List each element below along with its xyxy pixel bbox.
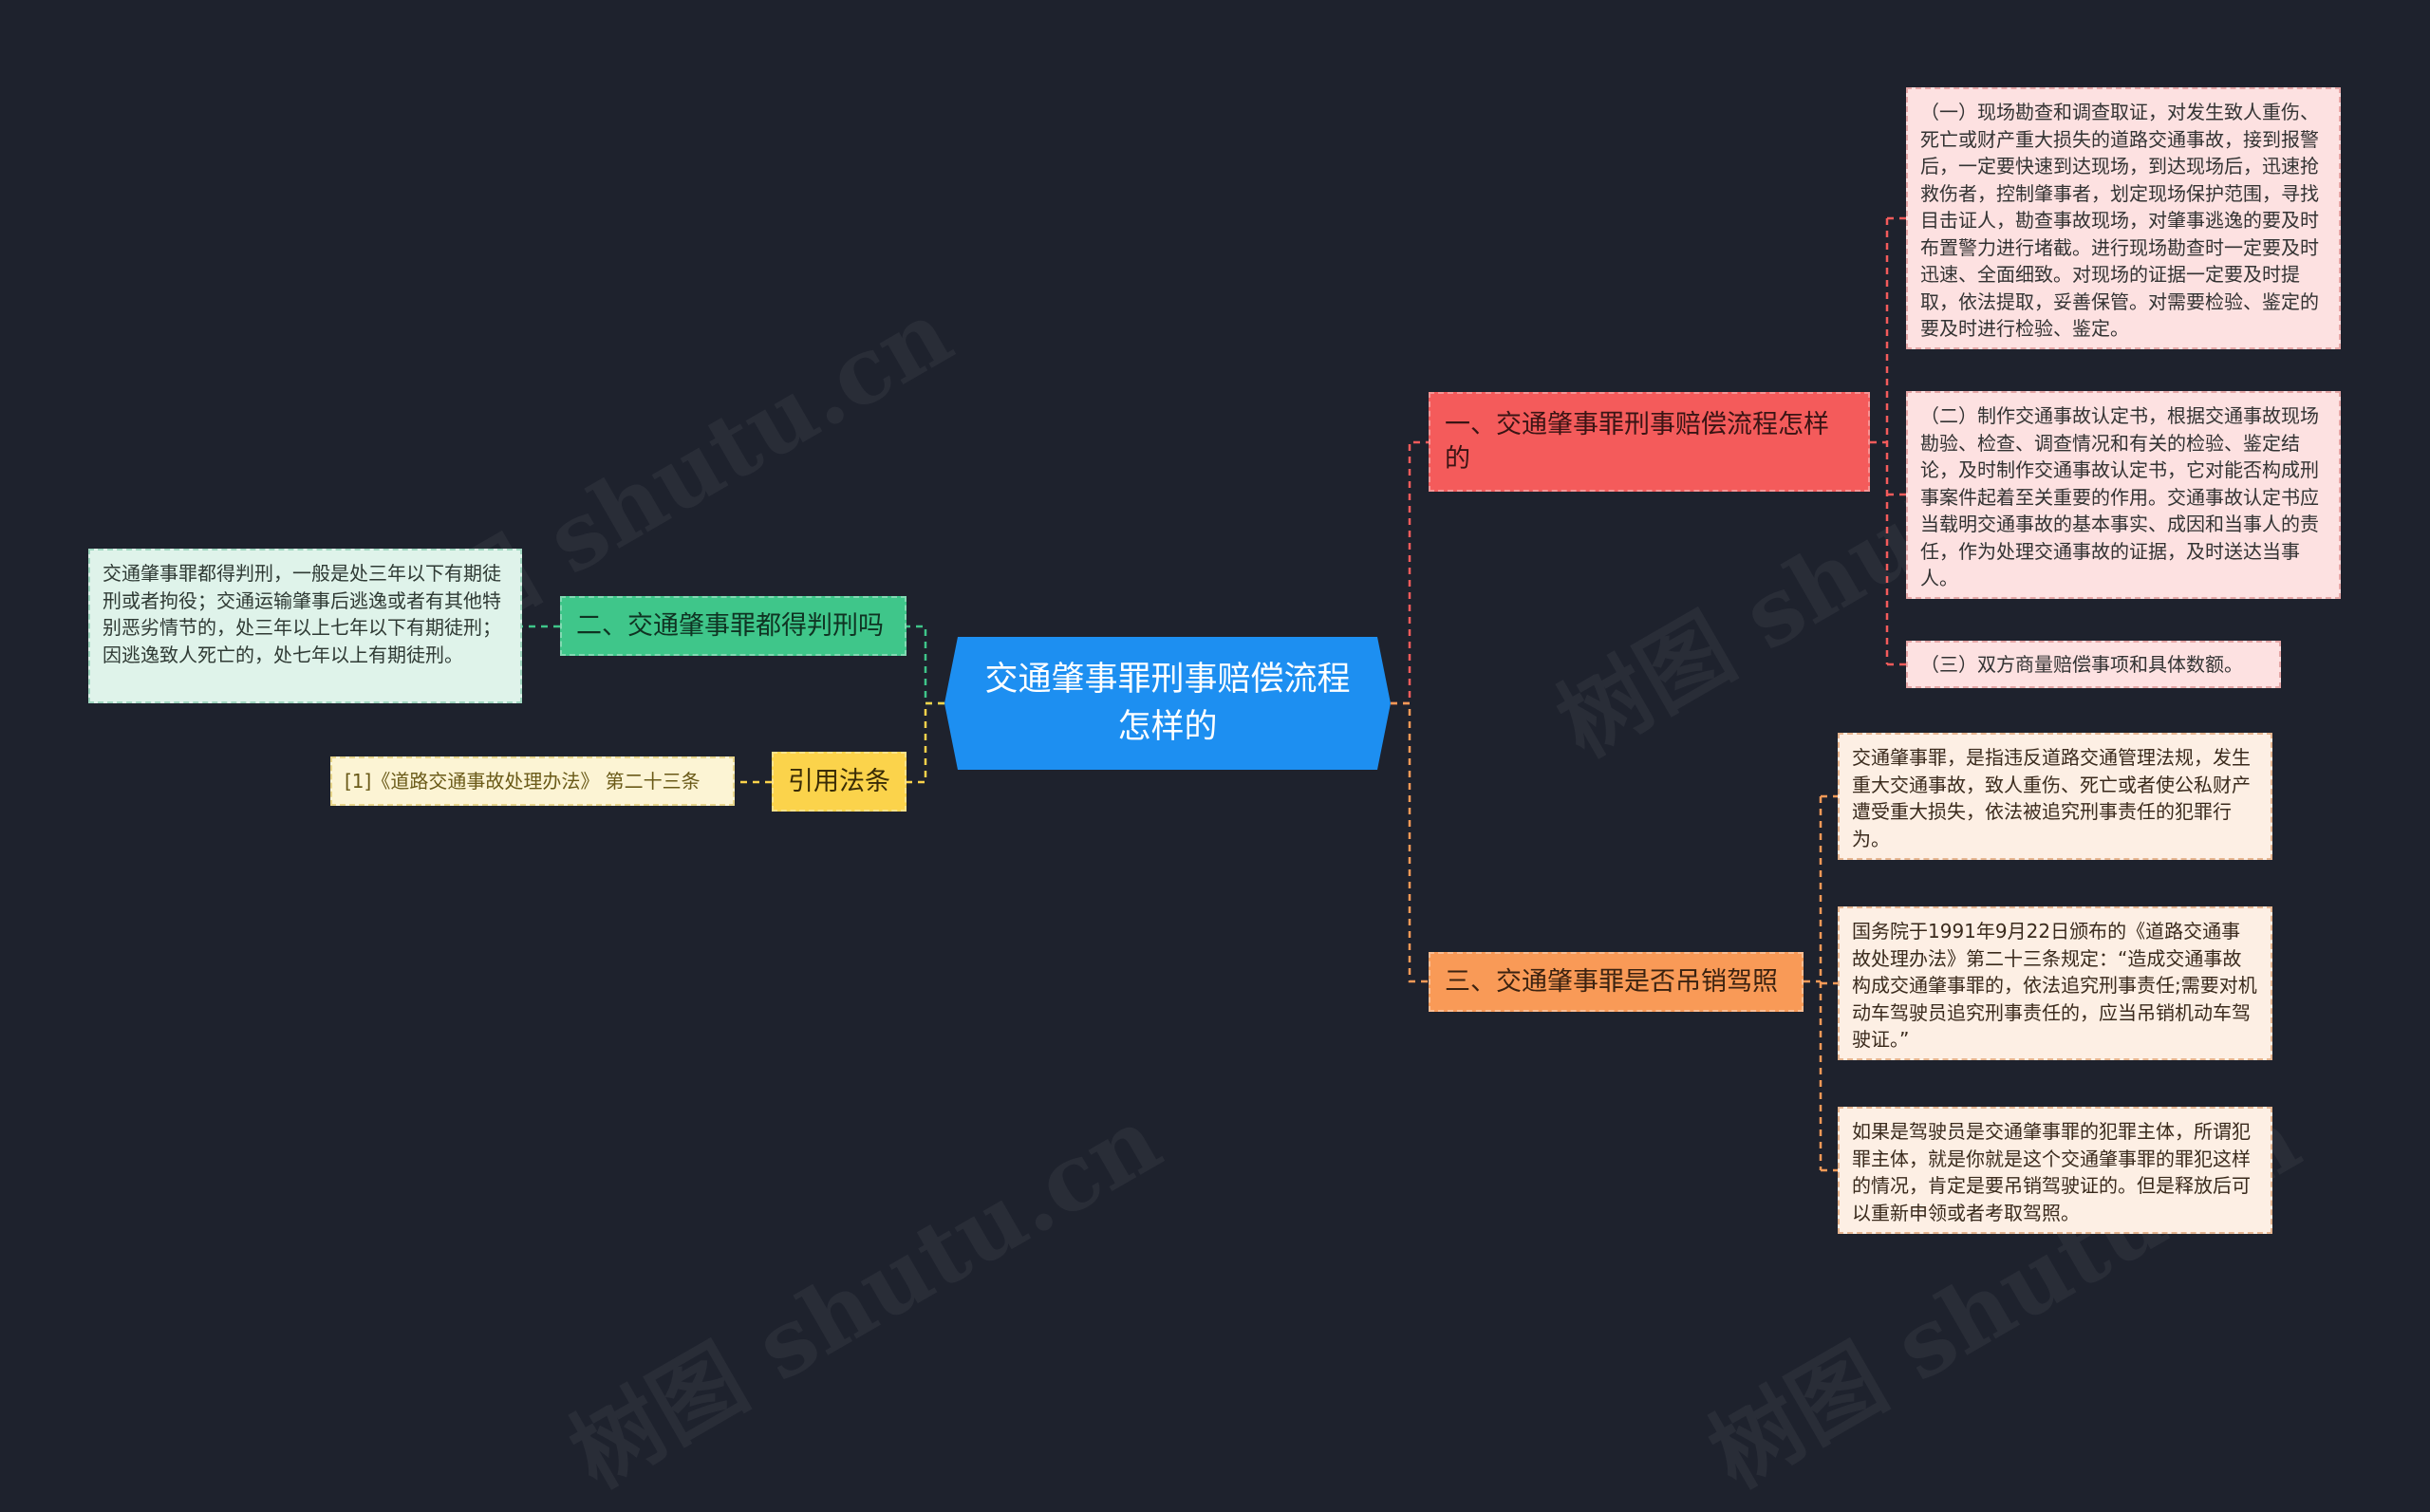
branch-label: 三、交通肇事罪是否吊销驾照 — [1445, 966, 1778, 997]
connector-root-law — [907, 701, 944, 784]
branch-sentencing[interactable]: 二、交通肇事罪都得判刑吗 — [560, 596, 907, 656]
connector-root-sentence — [907, 625, 944, 705]
leaf-law-citation[interactable]: [1]《道路交通事故处理办法》 第二十三条 — [330, 756, 735, 806]
leaf-sentencing-detail[interactable]: 交通肇事罪都得判刑，一般是处三年以下有期徒刑或者拘役；交通运输肇事后逃逸或者有其… — [88, 549, 522, 703]
root-node[interactable]: 交通肇事罪刑事赔偿流程怎样的 — [944, 637, 1391, 770]
connector-lines — [522, 216, 1906, 1172]
root-title: 交通肇事罪刑事赔偿流程怎样的 — [984, 661, 1351, 746]
connector-root-flow — [1391, 440, 1429, 705]
leaf-driver-license-note[interactable]: 如果是驾驶员是交通肇事罪的犯罪主体，所谓犯罪主体，就是你就是这个交通肇事罪的罪犯… — [1838, 1107, 2272, 1234]
branch-label: 引用法条 — [788, 766, 890, 796]
connector-root-license — [1391, 701, 1429, 983]
root-node-shape — [944, 637, 1391, 770]
branch-label: 二、交通肇事罪都得判刑吗 — [576, 610, 884, 641]
branch-license-revocation[interactable]: 三、交通肇事罪是否吊销驾照 — [1429, 952, 1804, 1012]
leaf-negotiate-compensation[interactable]: （三）双方商量赔偿事项和具体数额。 — [1906, 641, 2281, 688]
leaf-site-investigation[interactable]: （一）现场勘查和调查取证，对发生致人重伤、死亡或财产重大损失的道路交通事故，接到… — [1906, 87, 2341, 349]
mind-map-canvas: 树图 shutu.cn 树图 shutu.cn 树图 shutu.cn 树图 s… — [88, 87, 2341, 1508]
leaf-regulation-article[interactable]: 国务院于1991年9月22日颁布的《道路交通事故处理办法》第二十三条规定：“造成… — [1838, 906, 2272, 1060]
branch-label: 一、交通肇事罪刑事赔偿流程怎样的 — [1445, 409, 1829, 474]
branch-cited-law[interactable]: 引用法条 — [772, 752, 907, 812]
branch-compensation-flow[interactable]: 一、交通肇事罪刑事赔偿流程怎样的 — [1429, 392, 1870, 492]
leaf-crime-definition[interactable]: 交通肇事罪，是指违反道路交通管理法规，发生重大交通事故，致人重伤、死亡或者使公私… — [1838, 733, 2272, 860]
leaf-accident-report[interactable]: （二）制作交通事故认定书，根据交通事故现场勘验、检查、调查情况和有关的检验、鉴定… — [1906, 391, 2341, 599]
